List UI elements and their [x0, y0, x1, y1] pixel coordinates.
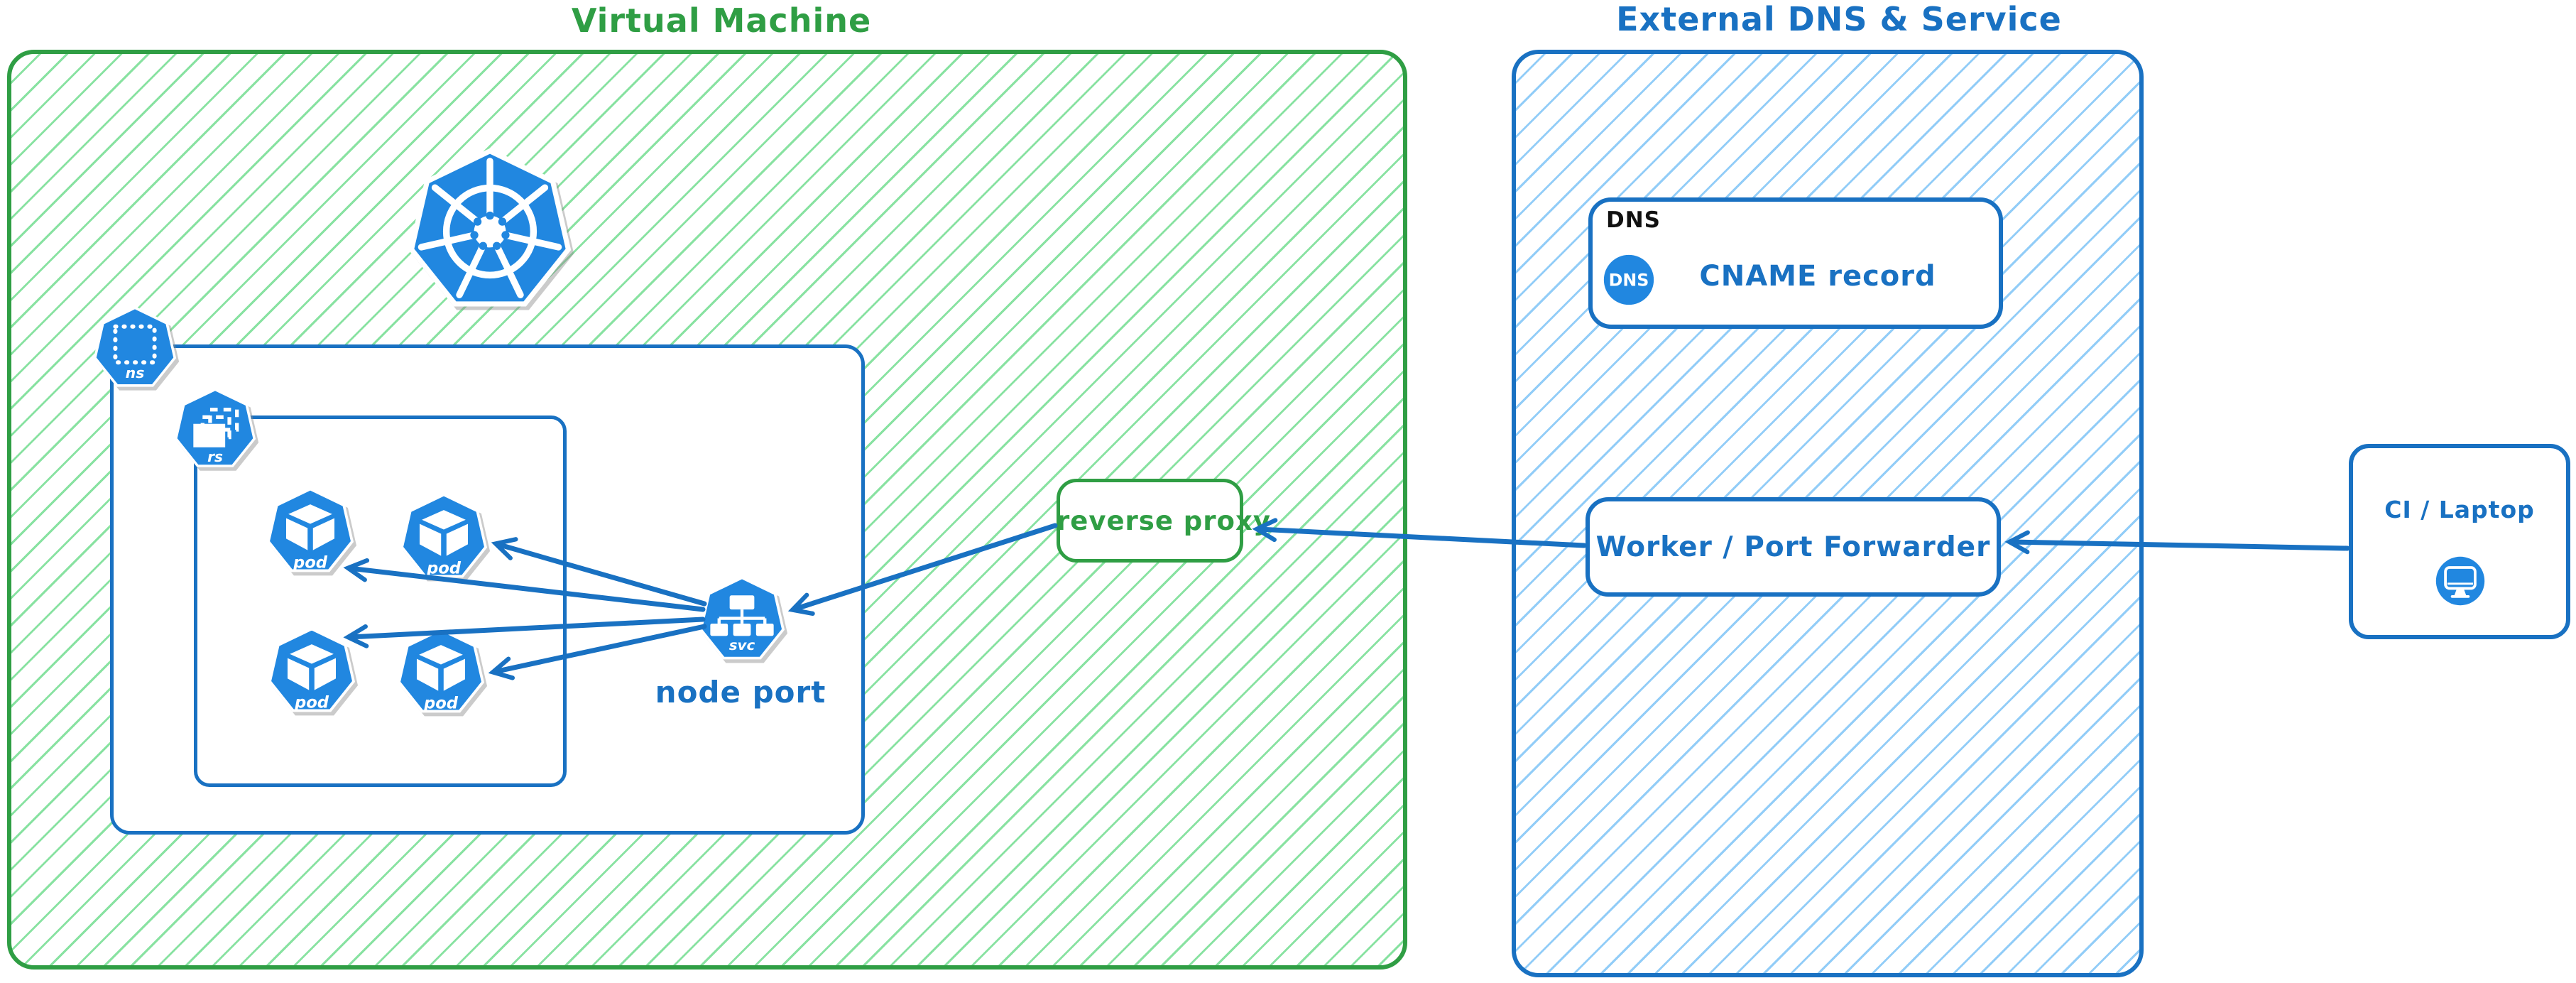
- svg-text:ns: ns: [126, 364, 145, 381]
- ci-box: [2349, 444, 2570, 639]
- namespace-icon: ns: [93, 306, 177, 387]
- svg-text:pod: pod: [293, 553, 328, 572]
- ci-label: CI / Laptop: [2384, 496, 2535, 523]
- node-port-label: node port: [655, 675, 826, 710]
- vm-zone-title: Virtual Machine: [571, 1, 872, 40]
- kubernetes-logo-icon: [408, 148, 572, 307]
- reverse-proxy-box: [1057, 479, 1243, 563]
- reverse-proxy-label: reverse proxy: [1057, 506, 1271, 536]
- svg-text:pod: pod: [426, 559, 462, 577]
- external-zone-title: External DNS & Service: [1616, 0, 2062, 38]
- cname-record-label: CNAME record: [1699, 260, 1936, 293]
- service-icon: svc: [699, 576, 785, 660]
- replicaset-icon: rs: [174, 388, 256, 467]
- worker-box: [1586, 497, 2001, 597]
- dns-record-box: [1588, 197, 2003, 329]
- dns-badge-icon: DNS: [1603, 254, 1654, 305]
- svg-text:pod: pod: [294, 693, 329, 712]
- svg-text:pod: pod: [423, 694, 459, 712]
- laptop-icon: [2435, 556, 2485, 606]
- pod-icon: pod: [397, 628, 485, 712]
- pod-icon: pod: [400, 493, 488, 577]
- pod-icon: pod: [268, 627, 356, 712]
- svg-text:svc: svc: [729, 637, 755, 653]
- pod-icon: pod: [266, 487, 354, 572]
- svg-text:rs: rs: [207, 448, 223, 465]
- dns-tag: DNS: [1606, 207, 1661, 233]
- svg-text:DNS: DNS: [1609, 271, 1649, 290]
- worker-label: Worker / Port Forwarder: [1595, 531, 1991, 563]
